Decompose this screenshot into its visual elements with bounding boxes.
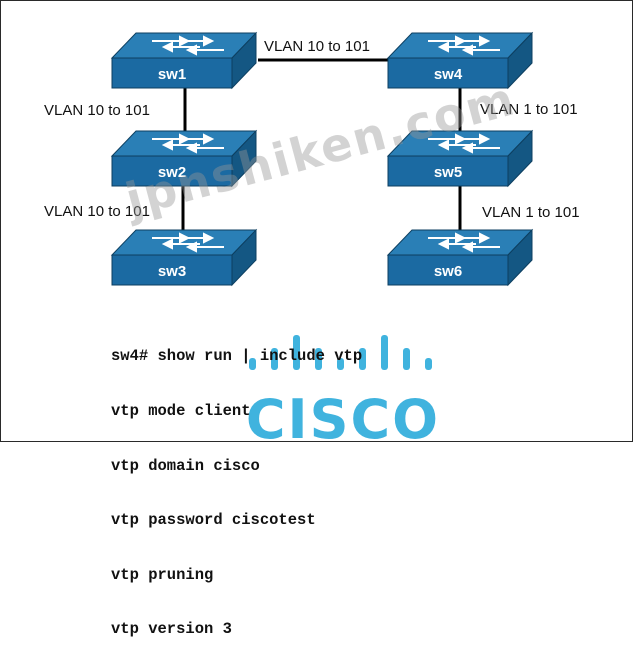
- switch-sw3: sw3: [111, 229, 257, 286]
- switch-label-sw6: sw6: [434, 263, 462, 280]
- switch-label-sw2: sw2: [158, 164, 186, 181]
- switch-sw2: sw2: [111, 130, 257, 187]
- cli-line: sw4# show run | include vtp: [111, 347, 363, 366]
- link-label-sw1-sw2: VLAN 10 to 101: [44, 102, 150, 119]
- cli-line: vtp domain cisco: [111, 456, 260, 475]
- cisco-logo-text: CISCO: [246, 388, 440, 442]
- link-label-sw4-sw5: VLAN 1 to 101: [480, 101, 578, 118]
- switch-sw4: sw4: [387, 32, 533, 89]
- cli-line: vtp version 3: [111, 620, 232, 639]
- switch-sw5: sw5: [387, 130, 533, 187]
- link-label-sw2-sw3: VLAN 10 to 101: [44, 203, 150, 220]
- cisco-logo-watermark: CISCO: [246, 335, 440, 442]
- cli-output: sw4# show run | include vtp vtp mode cli…: [111, 311, 362, 657]
- cli-line: vtp pruning: [111, 565, 214, 584]
- switch-sw1: sw1: [111, 32, 257, 89]
- switch-label-sw4: sw4: [434, 66, 463, 83]
- cli-line: vtp password ciscotest: [111, 511, 316, 530]
- switch-sw6: sw6: [387, 229, 533, 286]
- cli-line: vtp mode client: [111, 402, 251, 421]
- link-label-sw1-sw4: VLAN 10 to 101: [264, 38, 370, 55]
- network-topology: sw1 sw4 sw2 sw5 sw3 sw6 CISCO: [111, 32, 533, 442]
- switch-label-sw1: sw1: [158, 66, 186, 83]
- link-label-sw5-sw6: VLAN 1 to 101: [482, 204, 580, 221]
- switch-label-sw5: sw5: [434, 164, 462, 181]
- switch-label-sw3: sw3: [158, 263, 186, 280]
